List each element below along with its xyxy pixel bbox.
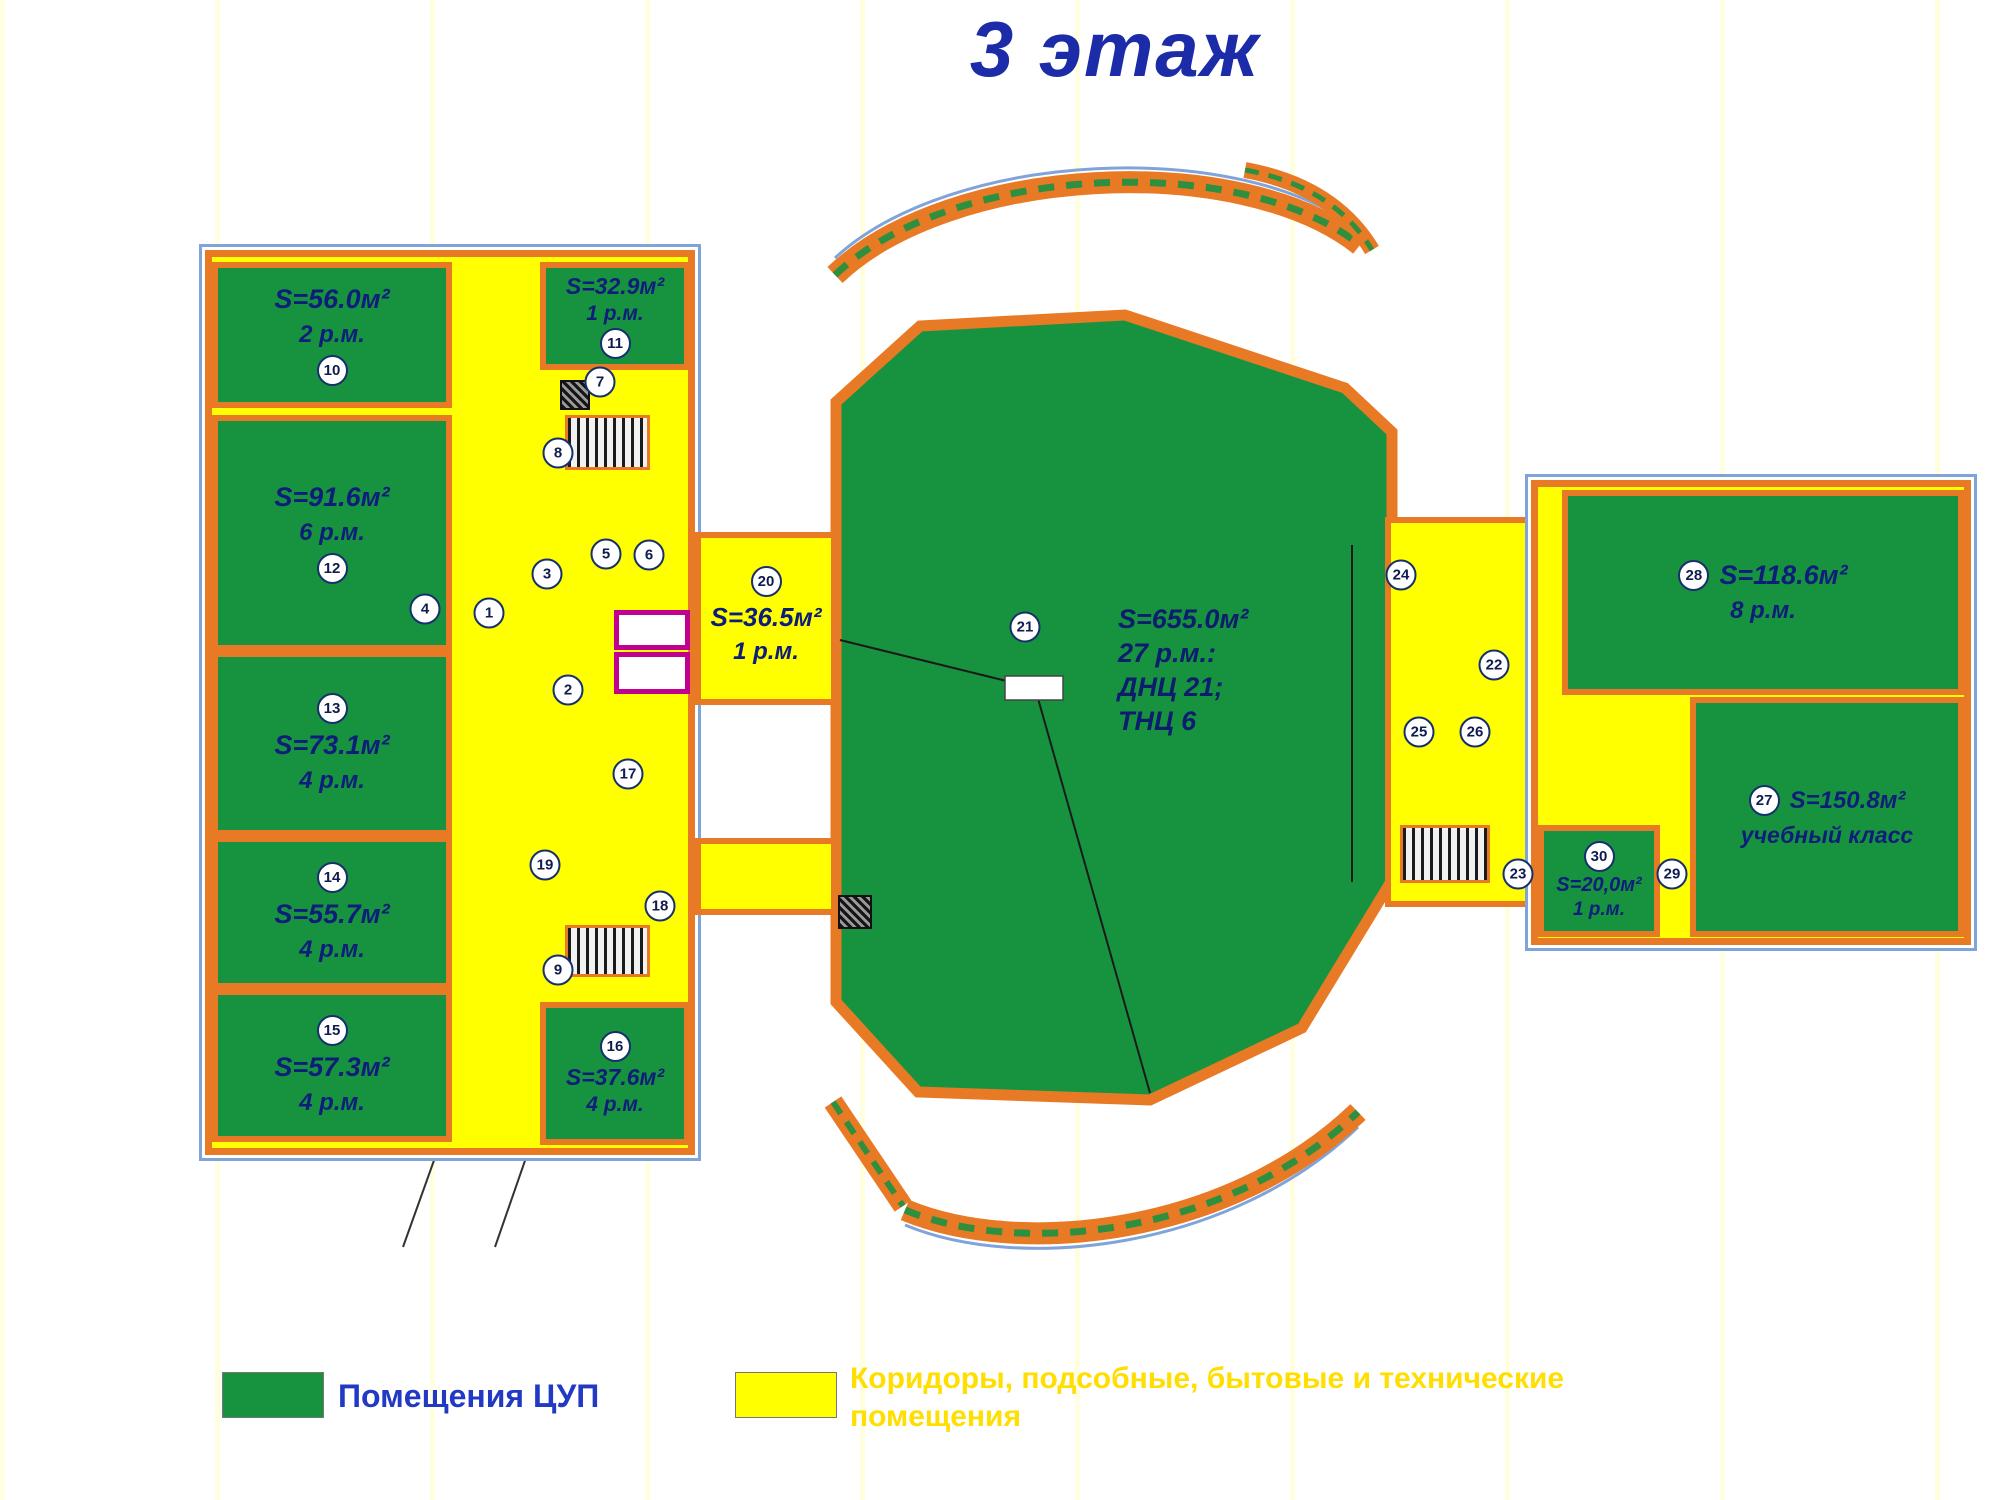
top-arc-window-line: [833, 166, 1361, 260]
room-marker-27: 27: [1748, 785, 1780, 816]
room-11-area: S=32.9м²: [565, 273, 665, 299]
room-13-area: S=73.1м²: [274, 729, 390, 760]
room-marker-14: 14: [316, 861, 348, 893]
room-27: 27 S=150.8м² учебный класс: [1690, 697, 1964, 937]
connector-corridor-top: [695, 532, 837, 705]
room-28-capacity: 8 р.м.: [1730, 597, 1796, 624]
room-marker-22: 22: [1478, 649, 1510, 681]
legend-swatch-corridors: [735, 1372, 837, 1418]
stairs-right-icon: [1400, 825, 1490, 883]
room-20-label: 20 S=36.5м² 1 р.м.: [697, 566, 835, 666]
room-30: 30 S=20,0м² 1 р.м.: [1538, 825, 1660, 937]
legend-label-corridors: Коридоры, подсобные, бытовые и техническ…: [850, 1362, 1565, 1433]
stairs-bottom-icon: [565, 925, 650, 977]
hall-area: S=655.0м²: [1118, 604, 1249, 634]
room-marker-15: 15: [316, 1014, 348, 1046]
leader-line: [402, 1151, 438, 1248]
room-13: 13 S=73.1м² 4 р.м.: [212, 651, 452, 836]
room-27-capacity: учебный класс: [1740, 822, 1914, 848]
room-marker-7: 7: [584, 366, 616, 398]
room-marker-3: 3: [531, 558, 563, 590]
room-14: 14 S=55.7м² 4 р.м.: [212, 836, 452, 989]
top-arc-segment-hatch: [1244, 167, 1375, 252]
connector-corridor-bottom: [695, 838, 837, 915]
room-30-area: S=20,0м²: [1556, 874, 1642, 896]
room-marker-2: 2: [552, 674, 584, 706]
stairs-top-icon: [565, 415, 650, 470]
room-marker-26: 26: [1459, 716, 1491, 748]
shaft-hatch-icon: [838, 895, 872, 929]
room-marker-24: 24: [1385, 559, 1417, 591]
room-14-capacity: 4 р.м.: [299, 935, 365, 963]
room-marker-13: 13: [316, 692, 348, 724]
leader-line: [494, 1151, 529, 1248]
hall-note-2: ТНЦ 6: [1118, 706, 1197, 736]
room-13-capacity: 4 р.м.: [299, 766, 365, 794]
room-12-capacity: 6 р.м.: [299, 519, 365, 546]
top-arc-corridor: [827, 171, 1367, 283]
room-10-area: S=56.0м²: [274, 284, 390, 314]
room-marker-18: 18: [644, 890, 676, 922]
room-16-capacity: 4 р.м.: [586, 1092, 644, 1116]
room-16-area: S=37.6м²: [565, 1063, 665, 1090]
hall-polygon: [830, 309, 1398, 1106]
bottom-arc-hatch: [903, 1109, 1361, 1237]
room-27-header: 27 S=150.8м²: [1748, 785, 1906, 816]
room-marker-10: 10: [316, 355, 348, 386]
room-marker-25: 25: [1403, 716, 1435, 748]
room-marker-5: 5: [590, 538, 622, 570]
room-30-capacity: 1 р.м.: [1572, 899, 1626, 920]
room-marker-12: 12: [316, 553, 348, 584]
room-marker-16: 16: [599, 1030, 631, 1062]
legend-swatch-cup: [222, 1372, 324, 1418]
hall-note-1: ДНЦ 21;: [1118, 672, 1224, 702]
room-20-capacity: 1 р.м.: [733, 638, 799, 665]
page-title: 3 этаж: [969, 5, 1261, 93]
elevator-icon: [614, 610, 690, 650]
room-14-area: S=55.7м²: [274, 898, 390, 929]
room-marker-19: 19: [529, 849, 561, 881]
legend-label-cup: Помещения ЦУП: [338, 1378, 600, 1414]
room-20-area: S=36.5м²: [710, 602, 822, 632]
room-marker-6: 6: [633, 539, 665, 571]
room-marker-17: 17: [612, 758, 644, 790]
hall-small-tag: [1004, 675, 1064, 701]
room-16: 16 S=37.6м² 4 р.м.: [540, 1002, 690, 1145]
bottom-arc-window-line: [904, 1125, 1360, 1250]
room-marker-29: 29: [1656, 858, 1688, 890]
room-12-area: S=91.6м²: [274, 482, 390, 512]
room-marker-20: 20: [750, 566, 782, 597]
bottom-arc-corridor: [900, 1104, 1366, 1245]
room-marker-23: 23: [1502, 858, 1534, 890]
hall-capacity: 27 р.м.:: [1118, 638, 1216, 668]
room-marker-1: 1: [473, 597, 505, 629]
room-27-area: S=150.8м²: [1789, 786, 1906, 814]
room-15-area: S=57.3м²: [274, 1051, 390, 1082]
room-11: S=32.9м² 1 р.м. 11: [540, 262, 690, 370]
room-15: 15 S=57.3м² 4 р.м.: [212, 989, 452, 1142]
bottom-arc-segment-hatch: [830, 1100, 906, 1208]
room-marker-11: 11: [599, 328, 631, 359]
room-marker-28: 28: [1678, 560, 1710, 591]
room-28: 28 S=118.6м² 8 р.м.: [1562, 490, 1964, 695]
room-marker-4: 4: [409, 593, 441, 625]
room-11-capacity: 1 р.м.: [586, 302, 644, 325]
elevator-icon: [614, 652, 690, 694]
room-10: S=56.0м² 2 р.м. 10: [212, 262, 452, 408]
room-15-capacity: 4 р.м.: [299, 1088, 365, 1116]
top-arc-hatch: [832, 178, 1363, 278]
room-28-header: 28 S=118.6м²: [1678, 560, 1848, 591]
room-marker-30: 30: [1583, 841, 1615, 872]
room-marker-8: 8: [542, 437, 574, 469]
room-10-capacity: 2 р.м.: [299, 321, 365, 348]
room-28-area: S=118.6м²: [1719, 560, 1848, 590]
hall-label: S=655.0м² 27 р.м.: ДНЦ 21; ТНЦ 6: [1118, 604, 1248, 737]
room-marker-9: 9: [542, 954, 574, 986]
room-marker-21: 21: [1009, 611, 1041, 643]
